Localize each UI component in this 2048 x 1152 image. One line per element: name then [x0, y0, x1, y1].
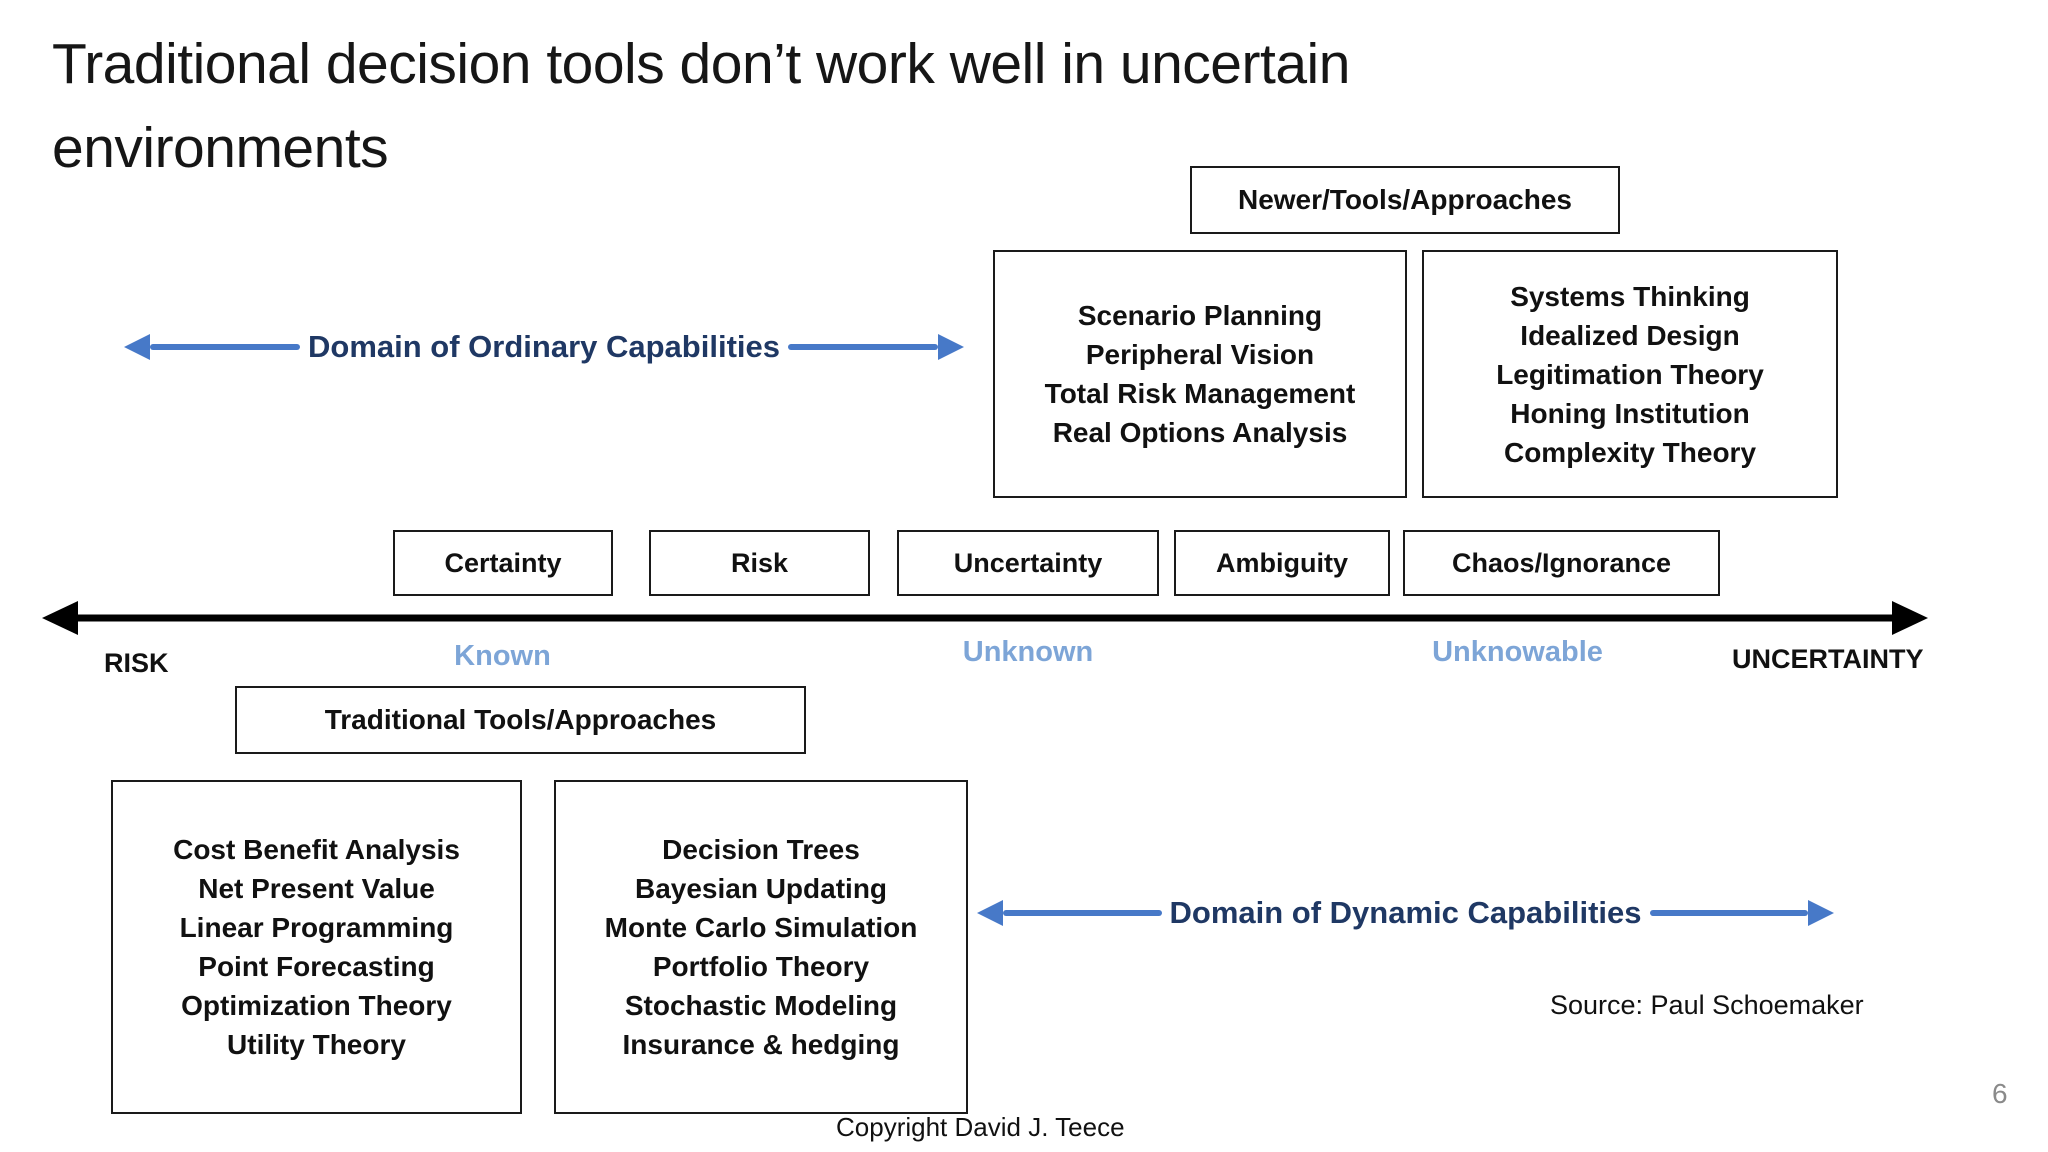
method-item: Total Risk Management — [1044, 378, 1356, 409]
category-box-uncertainty: Uncertainty — [897, 530, 1159, 596]
category-box-ambiguity: Ambiguity — [1174, 530, 1390, 596]
source-credit: Source: Paul Schoemaker — [1550, 990, 1864, 1020]
ordinary-capabilities-arrow: Domain of Ordinary Capabilities — [124, 327, 965, 367]
category-label: Certainty — [444, 547, 562, 578]
arrow-right-head-icon — [938, 334, 965, 360]
traditional-tools-header-box: Traditional Tools/Approaches — [235, 686, 806, 754]
method-item: Optimization Theory — [181, 990, 452, 1021]
dynamic-capabilities-arrow: Domain of Dynamic Capabilities — [977, 893, 1834, 933]
method-item: Real Options Analysis — [1052, 417, 1348, 448]
method-item: Monte Carlo Simulation — [604, 912, 918, 943]
knowledge-label-known: Known — [454, 640, 551, 672]
axis-right-arrowhead-icon — [1892, 601, 1928, 635]
method-item: Bayesian Updating — [634, 873, 888, 904]
method-item: Point Forecasting — [198, 951, 435, 982]
category-label: Risk — [730, 547, 789, 578]
traditional-tools-header-label: Traditional Tools/Approaches — [324, 704, 717, 735]
method-item: Peripheral Vision — [1085, 339, 1315, 370]
category-box-risk: Risk — [649, 530, 870, 596]
arrow-shaft — [1649, 910, 1808, 916]
arrow-right-head-icon — [1808, 900, 1834, 926]
method-item: Insurance & hedging — [622, 1029, 900, 1060]
method-item: Systems Thinking — [1510, 280, 1750, 312]
method-item: Honing Institution — [1510, 397, 1750, 429]
axis-label-uncertainty: UNCERTAINTY — [1732, 644, 1924, 674]
dynamic-capabilities-label: Domain of Dynamic Capabilities — [1169, 895, 1642, 930]
method-item: Cost Benefit Analysis — [173, 834, 460, 865]
method-item: Utility Theory — [227, 1029, 406, 1060]
traditional-methods-box-2: Decision Trees Bayesian Updating Monte C… — [554, 780, 968, 1114]
method-item: Decision Trees — [662, 834, 860, 865]
method-item: Net Present Value — [198, 873, 435, 904]
arrow-shaft — [1003, 910, 1162, 916]
page-number: 6 — [1992, 1078, 2008, 1109]
method-item: Stochastic Modeling — [624, 990, 898, 1021]
category-label: Chaos/Ignorance — [1451, 547, 1672, 578]
newer-tools-header-label: Newer/Tools/Approaches — [1237, 184, 1572, 215]
method-item: Complexity Theory — [1503, 436, 1757, 468]
newer-methods-box-1: Scenario Planning Peripheral Vision Tota… — [993, 250, 1407, 498]
axis-left-arrowhead-icon — [42, 601, 78, 635]
axis-label-risk: RISK — [104, 648, 169, 678]
method-item: Idealized Design — [1520, 319, 1740, 351]
copyright-notice: Copyright David J. Teece — [836, 1112, 1125, 1142]
knowledge-label-unknowable: Unknowable — [1432, 636, 1603, 668]
newer-tools-header-box: Newer/Tools/Approaches — [1190, 166, 1620, 234]
category-label: Uncertainty — [953, 547, 1103, 578]
ordinary-capabilities-label: Domain of Ordinary Capabilities — [308, 329, 780, 364]
traditional-methods-box-1: Cost Benefit Analysis Net Present Value … — [111, 780, 522, 1114]
arrow-shaft — [788, 344, 939, 350]
risk-uncertainty-axis — [42, 601, 1928, 635]
category-label: Ambiguity — [1216, 547, 1348, 578]
method-item: Portfolio Theory — [652, 951, 870, 982]
category-box-chaos-ignorance: Chaos/Ignorance — [1403, 530, 1720, 596]
arrow-shaft — [150, 344, 301, 350]
arrow-left-head-icon — [977, 900, 1003, 926]
knowledge-label-unknown: Unknown — [962, 636, 1094, 668]
arrow-left-head-icon — [124, 334, 150, 360]
category-box-certainty: Certainty — [393, 530, 613, 596]
method-item: Linear Programming — [179, 912, 454, 943]
newer-methods-box-2: Systems Thinking Idealized Design Legiti… — [1422, 250, 1838, 498]
slide-title: Traditional decision tools don’t work we… — [52, 32, 1350, 181]
method-item: Legitimation Theory — [1496, 358, 1764, 390]
method-item: Scenario Planning — [1077, 300, 1323, 331]
